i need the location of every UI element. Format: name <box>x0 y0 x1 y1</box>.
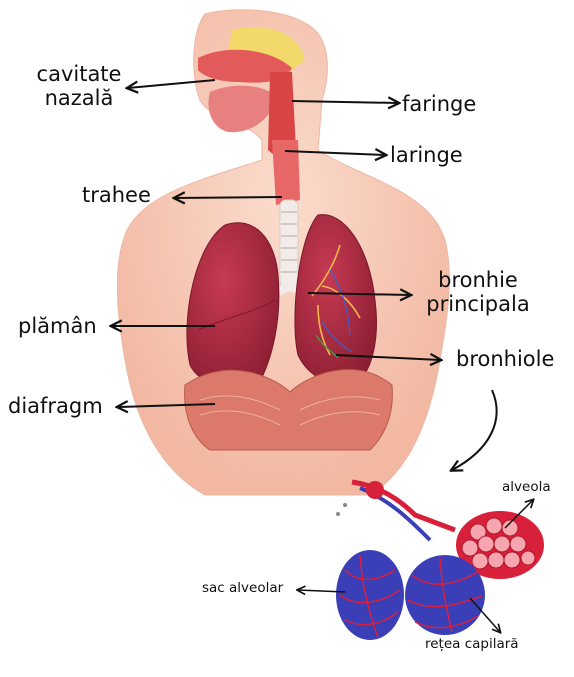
label-pharynx: faringe <box>402 92 476 116</box>
label-diaphragm: diafragm <box>8 394 103 418</box>
alveolar-sac-left <box>336 550 404 640</box>
arrow-to-alveoli <box>452 390 497 470</box>
label-nasal-cavity: cavitate nazală <box>24 62 134 110</box>
label-alveolar-sac: sac alveolar <box>202 581 283 597</box>
arrow-trachea <box>175 197 282 198</box>
label-capillary-network: rețea capilară <box>425 637 519 653</box>
label-bronchioles: bronhiole <box>456 347 554 371</box>
label-trachea: trahee <box>82 183 151 207</box>
alveoli-inset <box>336 481 544 640</box>
label-alveolus: alveola <box>502 480 551 496</box>
label-lung: plămân <box>18 314 97 338</box>
alveolar-sac-right <box>405 555 485 635</box>
label-larynx: laringe <box>390 143 463 167</box>
label-main-bronchus: bronhie principala <box>408 268 548 316</box>
